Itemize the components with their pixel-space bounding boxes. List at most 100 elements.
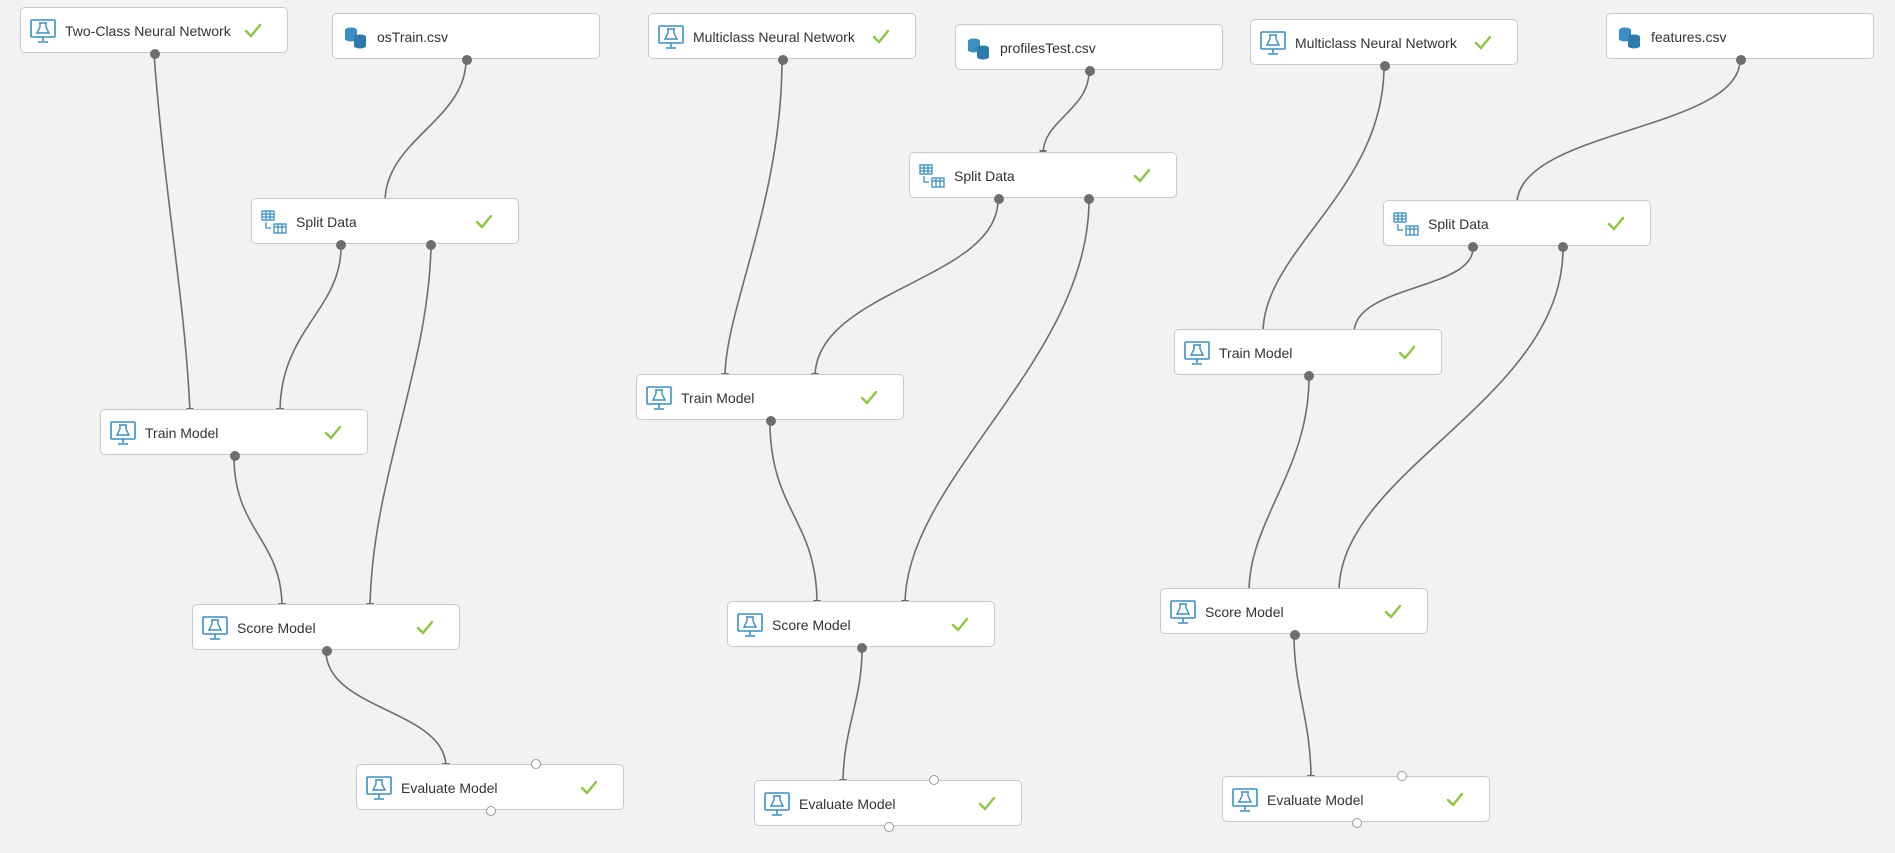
output-port[interactable] [230,451,240,461]
split-data-icon [1392,210,1420,238]
wire-score-to-eval-3[interactable] [1293,634,1315,783]
output-port[interactable] [884,822,894,832]
module-label: Score Model [237,620,316,636]
module-label: osTrain.csv [377,29,449,45]
module-features-csv[interactable]: features.csv [1606,13,1874,65]
model-flask-icon [736,611,764,639]
module-train-model-1[interactable]: Train Model [100,409,368,461]
output-port[interactable] [1380,61,1390,71]
input-port-2[interactable] [1397,771,1407,781]
output-port[interactable] [462,55,472,65]
module-split-data-1[interactable]: Split Data [251,198,519,250]
module-evaluate-model-2[interactable]: Evaluate Model [754,775,1022,832]
wire-profiles-to-split-2[interactable] [1039,70,1090,158]
completed-check-icon [1383,602,1403,622]
module-train-model-3[interactable]: Train Model [1174,329,1442,381]
input-port-2[interactable] [531,759,541,769]
module-score-model-3[interactable]: Score Model [1160,588,1428,640]
wire-nn-to-train-2[interactable] [721,59,783,381]
output-port[interactable] [778,55,788,65]
model-flask-icon [657,23,685,51]
model-flask-icon [201,614,229,642]
wire-train-to-score-2[interactable] [769,421,821,608]
completed-check-icon [579,778,599,798]
wire-nn-to-train-1[interactable] [153,53,194,416]
model-flask-icon [645,384,673,412]
module-multiclass-neural-network-2[interactable]: Multiclass Neural Network [1250,19,1518,71]
output-port[interactable] [150,49,160,59]
module-train-model-2[interactable]: Train Model [636,374,904,426]
model-flask-icon [763,790,791,818]
model-flask-icon [365,774,393,802]
output-port-1[interactable] [1468,242,1478,252]
dataset-icon [1615,23,1643,51]
module-score-model-2[interactable]: Score Model [727,601,995,653]
module-ostrain-csv[interactable]: osTrain.csv [332,13,600,65]
completed-check-icon [1473,33,1493,53]
module-label: Score Model [1205,604,1284,620]
module-multiclass-neural-network-1[interactable]: Multiclass Neural Network [648,13,916,65]
wire-train-to-score-1[interactable] [233,456,286,611]
completed-check-icon [950,615,970,635]
wire-split-to-score-3[interactable] [1335,247,1564,596]
output-port[interactable] [857,643,867,653]
wire-features-to-split-3[interactable] [1513,59,1741,208]
output-port[interactable] [766,416,776,426]
module-split-data-3[interactable]: Split Data [1383,200,1651,252]
completed-check-icon [474,212,494,232]
module-profilestest-csv[interactable]: profilesTest.csv [955,24,1223,76]
wire-nn-to-train-3[interactable] [1259,65,1385,337]
completed-check-icon [323,423,343,443]
module-label: Train Model [681,390,755,406]
module-label: Multiclass Neural Network [693,29,855,45]
model-flask-icon [1183,339,1211,367]
model-flask-icon [109,419,137,447]
output-port[interactable] [1736,55,1746,65]
module-two-class-neural-network[interactable]: Two-Class Neural Network [20,7,288,59]
split-data-icon [260,208,288,236]
wire-split-to-train-1[interactable] [276,246,342,416]
output-port-1[interactable] [336,240,346,250]
wire-split-to-train-2[interactable] [811,199,999,381]
completed-check-icon [1606,214,1626,234]
output-port[interactable] [486,806,496,816]
wire-split-to-score-1[interactable] [366,246,432,611]
output-port[interactable] [1304,371,1314,381]
output-port-2[interactable] [426,240,436,250]
completed-check-icon [1397,343,1417,363]
output-port[interactable] [1085,66,1095,76]
module-label: profilesTest.csv [1000,40,1096,56]
model-flask-icon [29,17,57,45]
module-label: Multiclass Neural Network [1295,35,1457,51]
module-label: Train Model [1219,345,1293,361]
output-port[interactable] [1352,818,1362,828]
model-flask-icon [1259,29,1287,57]
wire-score-to-eval-1[interactable] [325,650,450,771]
module-score-model-1[interactable]: Score Model [192,604,460,656]
wire-ostrain-to-split-1[interactable] [381,59,467,206]
module-label: features.csv [1651,29,1727,45]
model-flask-icon [1169,598,1197,626]
completed-check-icon [415,618,435,638]
output-port[interactable] [322,646,332,656]
output-port-1[interactable] [994,194,1004,204]
input-port-2[interactable] [929,775,939,785]
wire-split-to-train-3[interactable] [1350,247,1474,337]
output-port-2[interactable] [1558,242,1568,252]
output-port-2[interactable] [1084,194,1094,204]
completed-check-icon [871,27,891,47]
module-evaluate-model-3[interactable]: Evaluate Model [1222,771,1490,828]
module-label: Train Model [145,425,219,441]
wire-train-to-score-3[interactable] [1245,376,1310,596]
module-label: Evaluate Model [1267,792,1364,808]
module-split-data-2[interactable]: Split Data [909,152,1177,204]
module-label: Evaluate Model [401,780,498,796]
module-label: Score Model [772,617,851,633]
completed-check-icon [243,21,263,41]
module-evaluate-model-1[interactable]: Evaluate Model [356,759,624,816]
wire-score-to-eval-2[interactable] [839,649,863,787]
output-port[interactable] [1290,630,1300,640]
wire-split-to-score-2[interactable] [901,199,1090,608]
module-label: Split Data [1428,216,1489,232]
